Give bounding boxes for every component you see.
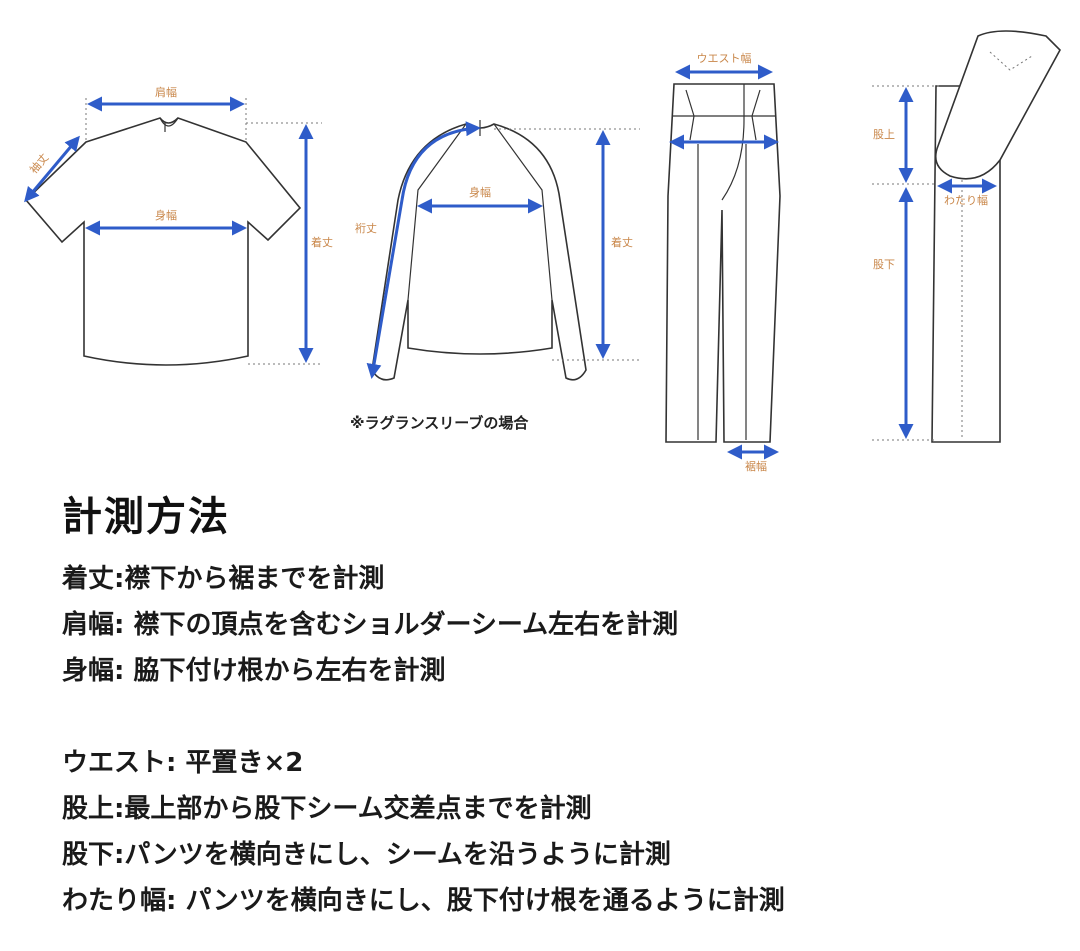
section-title: 計測方法: [62, 494, 230, 540]
tshirt-illustration: [24, 117, 302, 366]
pants-front-illustration: [665, 83, 781, 443]
pants-thigh-label: わたり幅: [944, 194, 988, 207]
sweater-illustration: [371, 120, 587, 381]
sweater-yuki-label: 裄丈: [355, 222, 377, 235]
tshirt-body-width-label: 身幅: [155, 208, 177, 222]
raglan-note: ※ラグランスリーブの場合: [350, 414, 529, 432]
description-thigh-width: わたり幅: パンツを横向きにし、股下付け根を通るように計測: [62, 886, 785, 916]
sweater-body-width-label: 身幅: [469, 185, 491, 199]
description-inseam: 股下:パンツを横向きにし、シームを沿うように計測: [62, 840, 671, 870]
pants-hem-label: 裾幅: [745, 459, 767, 473]
description-length: 着丈:襟下から裾までを計測: [62, 564, 385, 594]
tshirt-sleeve-measure: [24, 135, 80, 203]
pants-waist-label: ウエスト幅: [697, 52, 752, 65]
sweater-yuki-measure: [366, 121, 481, 379]
description-body-width: 身幅: 脇下付け根から左右を計測: [62, 656, 446, 686]
description-rise: 股上:最上部から股下シーム交差点までを計測: [62, 794, 592, 824]
tshirt-shoulder-label: 肩幅: [155, 85, 177, 99]
description-waist: ウエスト: 平置き×2: [62, 748, 304, 778]
pants-side-illustration: [931, 30, 1061, 443]
pants-rise-label: 股上: [873, 128, 895, 141]
pants-inseam-label: 股下: [873, 258, 895, 271]
measurement-diagram: 肩幅 袖丈 身幅 着丈 裄丈 身幅 着丈 ※ラグランスリーブの場合 ウエスト幅 …: [24, 30, 1061, 473]
tshirt-length-label: 着丈: [311, 235, 333, 249]
description-shoulder: 肩幅: 襟下の頂点を含むショルダーシーム左右を計測: [62, 610, 679, 640]
sweater-length-label: 着丈: [611, 235, 633, 249]
